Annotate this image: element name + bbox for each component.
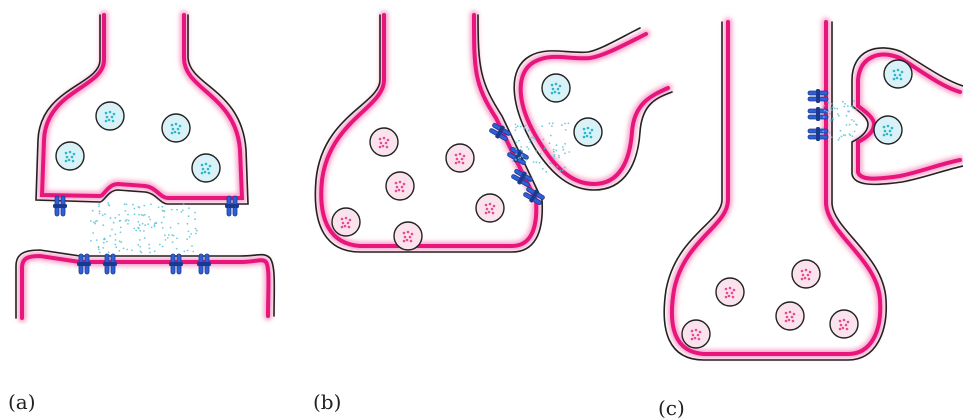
vesicle-icon bbox=[682, 320, 710, 348]
vesicle-icon bbox=[574, 118, 602, 146]
panel-label-a: (a) bbox=[8, 390, 36, 414]
vesicles-a bbox=[56, 102, 220, 182]
vesicle-icon bbox=[542, 74, 570, 102]
vesicle-icon bbox=[776, 302, 804, 330]
vesicle-icon bbox=[192, 154, 220, 182]
vesicle-icon bbox=[56, 142, 84, 170]
postsynaptic-membrane-a bbox=[16, 250, 274, 318]
receptors-c bbox=[808, 89, 828, 141]
vesicle-icon bbox=[162, 114, 190, 142]
vesicle-icon bbox=[446, 144, 474, 172]
vesicle-icon bbox=[874, 116, 902, 144]
dendritic-spine-b bbox=[514, 28, 672, 190]
neurotransmitter-cloud-a bbox=[90, 202, 198, 253]
panel-label-c: (c) bbox=[658, 396, 685, 419]
panel-b: (b) bbox=[313, 15, 672, 414]
vesicle-icon bbox=[476, 194, 504, 222]
vesicle-icon bbox=[830, 310, 858, 338]
receptor-icon bbox=[197, 254, 211, 274]
panel-label-b: (b) bbox=[313, 390, 341, 414]
vesicle-icon bbox=[884, 60, 912, 88]
vesicle-icon bbox=[716, 278, 744, 306]
vesicle-icon bbox=[332, 208, 360, 236]
vesicle-icon bbox=[386, 172, 414, 200]
panel-a: (a) bbox=[8, 15, 274, 414]
vesicle-icon bbox=[96, 102, 124, 130]
vesicle-icon bbox=[394, 222, 422, 250]
panel-c: (c) bbox=[658, 22, 963, 419]
vesicle-icon bbox=[370, 128, 398, 156]
receptor-icon bbox=[77, 254, 91, 274]
receptor-icon bbox=[103, 254, 117, 274]
vesicle-icon bbox=[792, 260, 820, 288]
receptor-icon bbox=[169, 254, 183, 274]
